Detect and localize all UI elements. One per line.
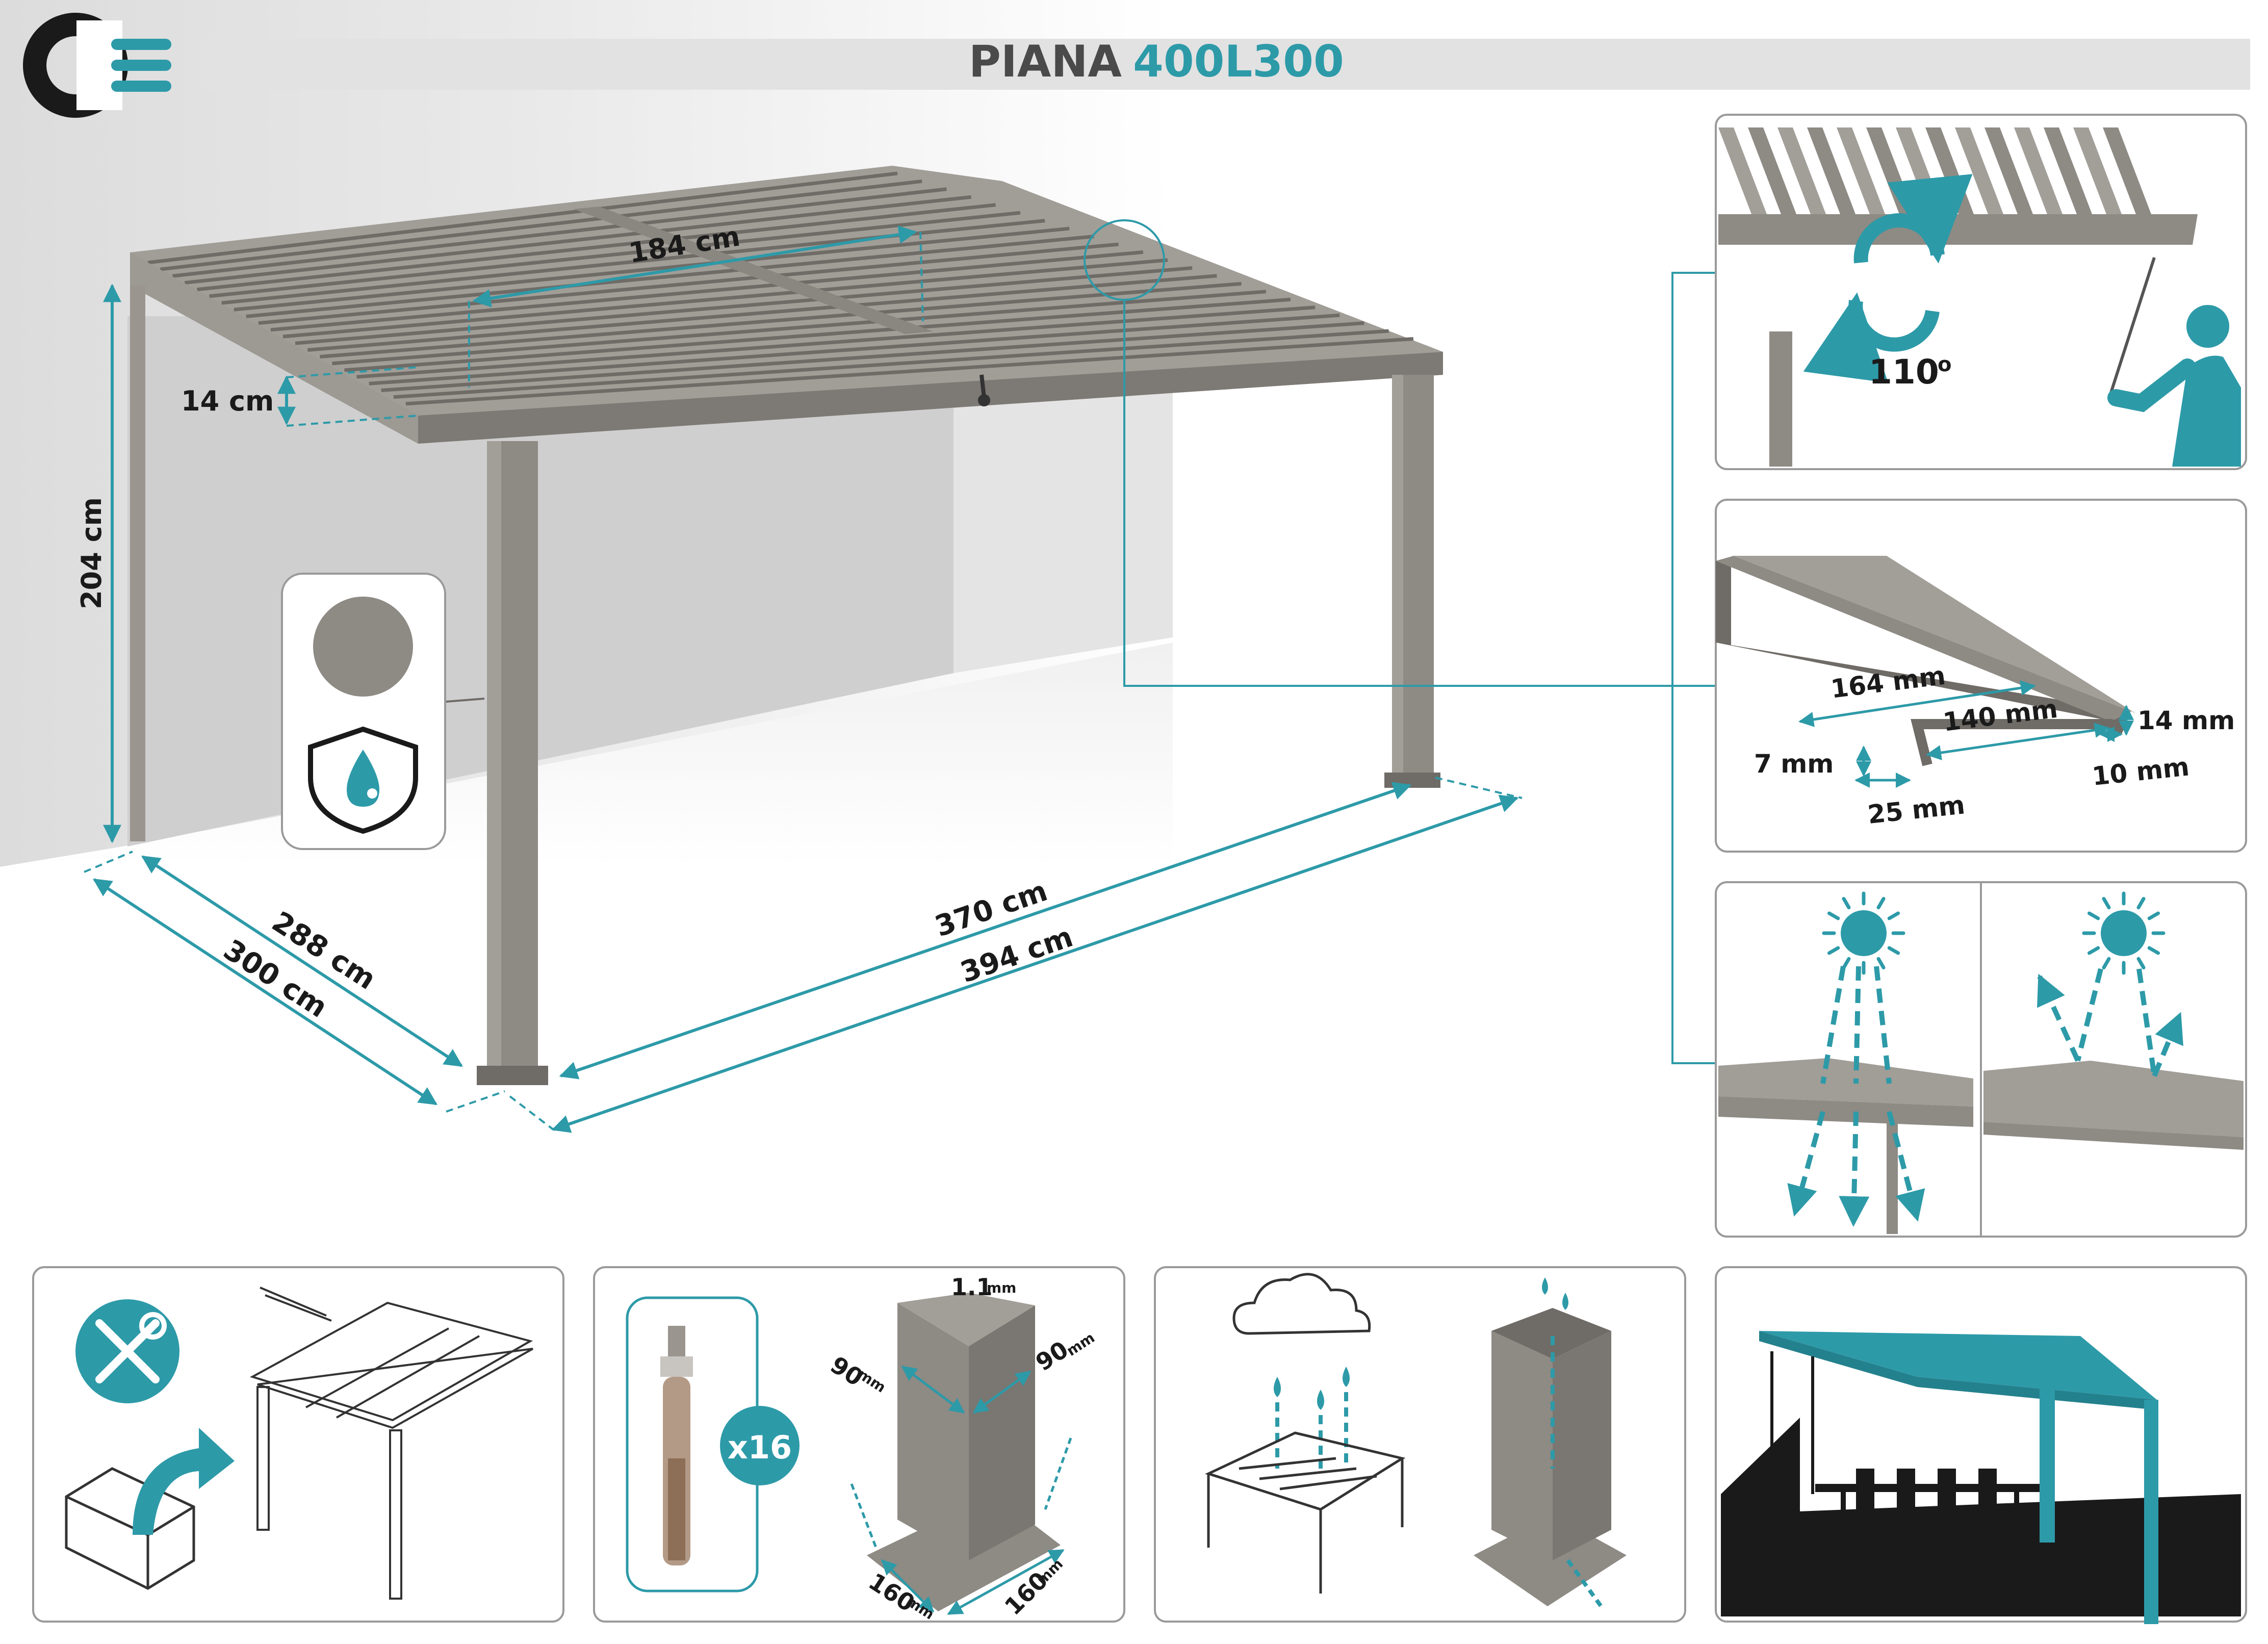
mini-pergola <box>1205 1431 1406 1594</box>
sun-ray <box>1887 911 1900 920</box>
sun-ray <box>1842 957 1851 970</box>
roof-louvre <box>356 305 1316 379</box>
detail-sun-panel <box>1715 881 2247 1238</box>
sun-icon <box>2082 891 2166 975</box>
box-icon <box>65 1467 195 1590</box>
roof-louvre <box>344 297 1291 372</box>
sun-ray <box>1827 946 1840 955</box>
anchor-count: x16 <box>728 1429 792 1466</box>
pergola-silhouette <box>1759 1331 2158 1624</box>
cloud-icon <box>1232 1273 1371 1335</box>
tilt-louvre <box>2014 127 2063 214</box>
header: PIANA 400L300 <box>23 13 2250 118</box>
roof-louvre <box>393 329 1389 399</box>
terrace-floor <box>1721 1494 2241 1616</box>
sun-ray <box>2102 896 2111 910</box>
sun-ray <box>2087 946 2100 955</box>
dim-height: 204 cm <box>75 497 108 609</box>
water-shield-icon <box>308 726 418 834</box>
louvre-thickness: 14 mm <box>2137 706 2235 735</box>
drain-post <box>1474 1308 1627 1606</box>
tilt-degree: o <box>1938 353 1951 376</box>
tilt-louvre <box>1807 127 1855 214</box>
sun-ray <box>2136 957 2146 970</box>
sun-ray <box>1842 896 1851 910</box>
assembly-drawing <box>249 1287 533 1600</box>
post-foot <box>477 1066 548 1085</box>
roof-louvre <box>369 313 1340 386</box>
roof-louvre <box>405 337 1414 406</box>
furniture-silhouette <box>1815 1469 2040 1532</box>
tilt-louvre <box>1985 127 2033 214</box>
finish-badge <box>281 573 446 850</box>
tilt-louvre <box>1718 127 1767 214</box>
assembly-panel <box>32 1266 564 1623</box>
tilt-louvre <box>1837 127 1885 214</box>
drainage-panel <box>1154 1266 1686 1623</box>
sun-ray <box>2147 911 2160 920</box>
tools-icon <box>75 1299 179 1403</box>
sun-ray <box>2136 896 2146 910</box>
tilt-louvre <box>2073 127 2122 214</box>
sun-ray <box>2087 911 2100 920</box>
title-prefix: PIANA <box>969 36 1122 87</box>
person-icon <box>2107 257 2241 467</box>
tilt-louvre <box>1955 127 2003 214</box>
detail-tilt-panel: 110 o <box>1715 114 2247 470</box>
hardware-panel: x16 1.1 mm 90 mm 90 mm 160 mm 160 mm <box>593 1266 1125 1623</box>
back-left-post <box>130 286 145 841</box>
roof-louvre <box>319 281 1242 359</box>
title-model: 400L300 <box>1133 36 1344 87</box>
roof-louvre <box>332 290 1266 366</box>
roof-louvre <box>307 274 1217 352</box>
sun-ray <box>2102 957 2111 970</box>
roof-louvre <box>160 179 922 271</box>
title-bar <box>207 39 2250 90</box>
sun-icon <box>1822 891 1905 975</box>
post-wall-unit: mm <box>987 1279 1016 1296</box>
sun-ray <box>2147 946 2160 955</box>
dim-beam-height: 14 cm <box>181 385 274 417</box>
scene-background <box>0 0 1173 867</box>
tilt-louvre <box>2103 127 2151 214</box>
sun-ray <box>1876 896 1886 910</box>
roof-louvre <box>147 171 898 265</box>
tilt-louvre <box>2044 127 2092 214</box>
roof-louvre <box>381 321 1364 392</box>
tilt-louvre <box>1748 127 1796 214</box>
detail-louvre-panel: 164 mm 140 mm 14 mm 7 mm 25 mm 10 mm <box>1715 499 2247 853</box>
tilt-louvre <box>1777 127 1826 214</box>
brand-logo <box>23 13 171 118</box>
sun-ray <box>1876 957 1886 970</box>
color-swatch-icon <box>313 597 413 697</box>
louvre-lip-left: 7 mm <box>1754 749 1834 779</box>
tilt-angle: 110 <box>1869 352 1939 392</box>
lifestyle-panel <box>1715 1266 2247 1624</box>
sun-ray <box>1887 946 1900 955</box>
anchor-bolt-icon <box>660 1326 693 1565</box>
sun-ray <box>1827 911 1840 920</box>
post-wall: 1.1 <box>951 1273 993 1301</box>
